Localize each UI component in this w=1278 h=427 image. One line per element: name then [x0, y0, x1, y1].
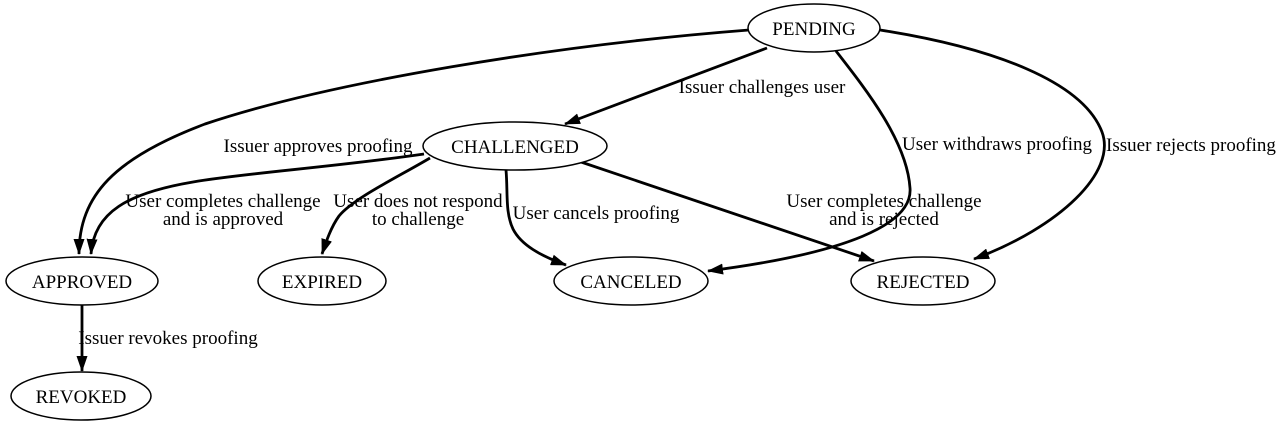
node-revoked: REVOKED	[10, 371, 152, 421]
edge-label-pending-canceled: User withdraws proofing	[902, 134, 1092, 155]
edge-pending-approved: Issuer approves proofing	[73, 28, 750, 255]
node-expired-label: EXPIRED	[282, 272, 362, 293]
edge-challenged-canceled: User cancels proofing	[504, 169, 680, 267]
node-challenged-ellipse	[422, 121, 608, 171]
edge-label-challenged-approved-line2: and is approved	[163, 209, 284, 230]
edge-label-pending-rejected: Issuer rejects proofing	[1106, 135, 1276, 156]
edge-line-challenged-approved	[86, 152, 425, 255]
edge-line-challenged-canceled	[504, 169, 567, 267]
edge-pending-rejected: Issuer rejects proofing	[879, 28, 1276, 261]
edge-approved-revoked: Issuer revokes proofing	[76, 304, 258, 372]
edge-label-challenged-expired-line1: User does not respond	[333, 191, 503, 212]
node-challenged-label: CHALLENGED	[451, 137, 579, 158]
edge-pending-challenged: Issuer challenges user	[564, 46, 846, 126]
node-rejected-label: REJECTED	[877, 272, 970, 293]
node-pending-label: PENDING	[772, 19, 856, 40]
edge-label-challenged-rejected-line2: and is rejected	[829, 209, 939, 230]
node-expired: EXPIRED	[257, 256, 387, 306]
nodes: PENDING CHALLENGED APPROVED EXPIRED CANC…	[5, 3, 996, 421]
node-approved-ellipse	[5, 256, 159, 306]
node-pending: PENDING	[747, 3, 881, 53]
node-canceled-ellipse	[553, 256, 709, 306]
node-revoked-ellipse	[10, 371, 152, 421]
node-canceled-label: CANCELED	[580, 272, 681, 293]
edges: Issuer challenges user Issuer approves p…	[73, 28, 1276, 372]
edge-label-challenged-rejected-line1: User completes challenge	[786, 191, 981, 212]
edge-pending-canceled: User withdraws proofing	[707, 50, 1092, 275]
node-revoked-label: REVOKED	[36, 387, 127, 408]
node-expired-ellipse	[257, 256, 387, 306]
edge-line-pending-challenged	[564, 46, 768, 126]
node-rejected: REJECTED	[850, 256, 996, 306]
edge-label-pending-challenged: Issuer challenges user	[679, 77, 846, 98]
node-approved-label: APPROVED	[32, 272, 132, 293]
node-approved: APPROVED	[5, 256, 159, 306]
node-challenged: CHALLENGED	[422, 121, 608, 171]
edge-line-pending-canceled	[707, 50, 912, 275]
edge-challenged-expired: User does not respond to challenge	[320, 156, 503, 255]
edge-line-pending-rejected	[879, 28, 1106, 261]
edge-challenged-rejected: User completes challenge and is rejected	[580, 160, 982, 263]
node-pending-ellipse	[747, 3, 881, 53]
edge-label-challenged-canceled: User cancels proofing	[513, 203, 680, 224]
edge-challenged-approved: User completes challenge and is approved	[86, 152, 425, 255]
node-rejected-ellipse	[850, 256, 996, 306]
edge-label-challenged-approved-line1: User completes challenge	[125, 191, 320, 212]
edge-label-approved-revoked: Issuer revokes proofing	[78, 328, 258, 349]
edge-line-challenged-rejected	[580, 160, 875, 263]
edge-line-challenged-expired	[320, 156, 431, 255]
edge-label-pending-approved: Issuer approves proofing	[224, 136, 413, 157]
edge-label-challenged-expired-line2: to challenge	[372, 209, 464, 230]
node-canceled: CANCELED	[553, 256, 709, 306]
edge-line-pending-approved	[73, 28, 750, 255]
